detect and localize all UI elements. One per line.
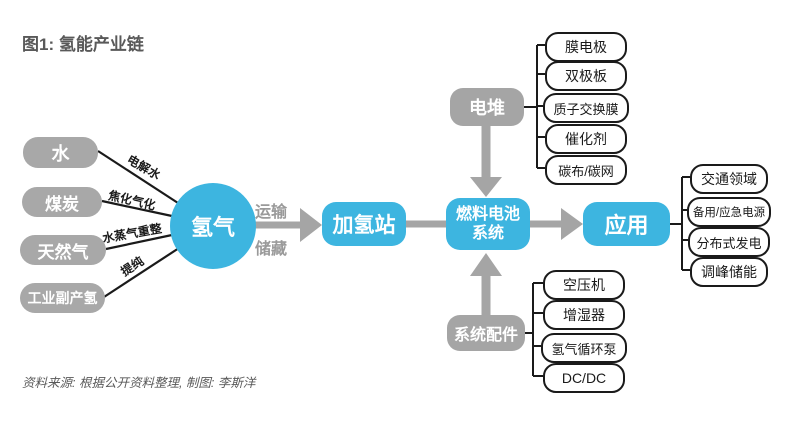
stack-node: 电堆 <box>450 88 524 126</box>
stack-component-catalyst: 催化剂 <box>545 124 627 154</box>
bracket-accessory-components <box>525 282 543 377</box>
arrow-accessories-to-fuelcell-head <box>470 253 502 276</box>
hydrogen-node: 氢气 <box>170 183 256 269</box>
source-node-coal: 煤炭 <box>22 187 102 217</box>
source-node-natural-gas: 天然气 <box>20 235 106 265</box>
arrow-hydrogen-to-station-head <box>300 208 322 242</box>
source-note: 资料来源: 根据公开资料整理, 制图: 李斯洋 <box>22 376 256 390</box>
arrow-stack-to-fuelcell-head <box>470 177 502 197</box>
stack-component-carbon-cloth-mesh: 碳布/碳网 <box>545 155 627 185</box>
line-coal-to-hydrogen <box>101 199 173 218</box>
fuel-cell-system-node: 燃料电池 系统 <box>446 198 530 250</box>
line-byproduct-to-hydrogen <box>103 247 180 298</box>
stack-component-proton-exchange-membrane: 质子交换膜 <box>543 93 629 123</box>
application-node: 应用 <box>583 202 670 246</box>
application-field-transportation: 交通领域 <box>690 164 768 194</box>
application-field-peak-shaving-storage: 调峰储能 <box>690 257 768 287</box>
accessories-node: 系统配件 <box>447 315 525 351</box>
accessory-component-hydrogen-circulation-pump: 氢气循环泵 <box>541 333 627 363</box>
accessory-component-air-compressor: 空压机 <box>543 270 625 300</box>
bracket-stack-components <box>523 44 545 169</box>
source-node-industrial-byproduct: 工业副产氢 <box>20 283 105 313</box>
source-node-water: 水 <box>23 137 98 168</box>
bracket-application-fields <box>670 176 690 271</box>
station-node: 加氢站 <box>322 202 406 246</box>
stack-component-bipolar-plate: 双极板 <box>545 61 627 91</box>
figure-title: 图1: 氢能产业链 <box>22 35 144 54</box>
application-field-backup-emergency-power: 备用/应急电源 <box>687 197 771 227</box>
accessory-component-dcdc: DC/DC <box>543 363 625 393</box>
line-water-to-hydrogen <box>97 150 179 204</box>
line-gas-to-hydrogen <box>105 233 173 251</box>
flow-label-storage: 储藏 <box>255 241 288 258</box>
accessory-component-humidifier: 增湿器 <box>543 300 625 330</box>
application-field-distributed-generation: 分布式发电 <box>688 227 770 257</box>
fuel-cell-line2: 系统 <box>471 225 504 242</box>
arrow-fuelcell-to-application-head <box>561 208 583 240</box>
fuel-cell-system-label: 燃料电池 系统 <box>456 205 520 243</box>
flow-label-transport: 运输 <box>255 204 288 221</box>
stack-component-membrane-electrode: 膜电极 <box>545 32 627 62</box>
fuel-cell-line1: 燃料电池 <box>455 205 520 223</box>
